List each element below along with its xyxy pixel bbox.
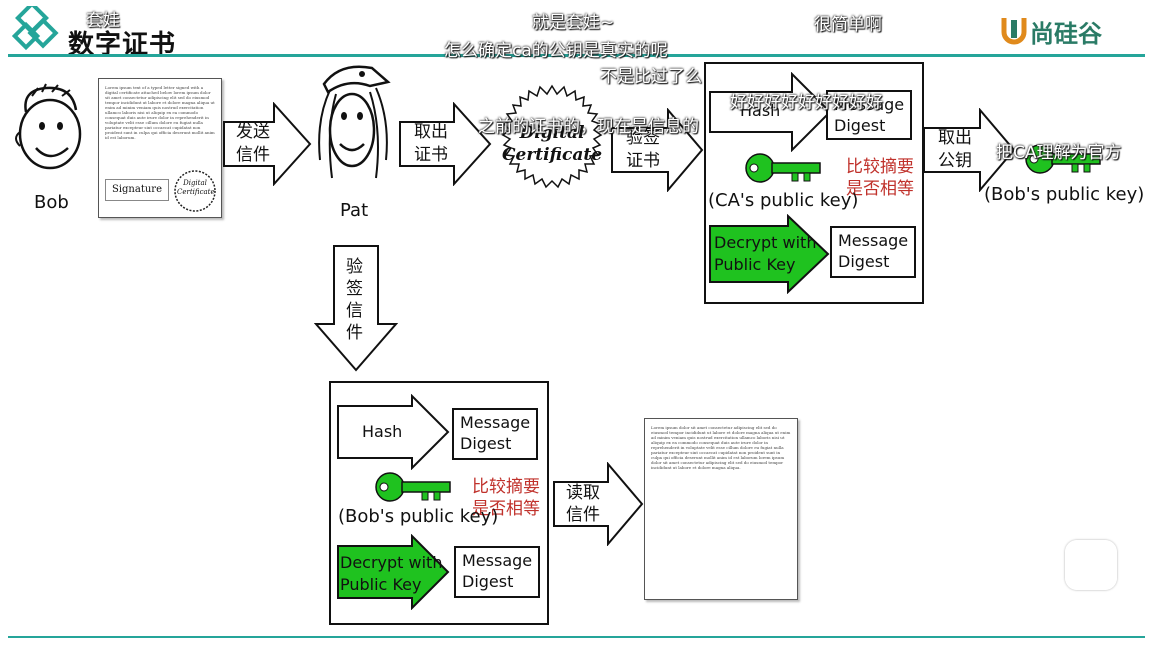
danmaku-3: 怎么确定ca的公钥是真实的呢 (444, 41, 668, 61)
certificate-seal-text: Digital Certificate (502, 123, 603, 165)
header-divider (8, 54, 1145, 57)
arrow-take-cert-label-2: 证书 (414, 145, 448, 165)
danmaku-4: 不是比过了么 (600, 67, 702, 87)
hash-label-bottom: Hash (362, 422, 403, 441)
down-arrow-char-2: 签 (346, 279, 363, 299)
danmaku-5: 好好好好好好好好好 (730, 93, 883, 113)
ca-key-icon (745, 153, 821, 183)
compare-label-top-1: 比较摘要 (846, 157, 914, 177)
footer-divider (8, 636, 1145, 638)
plain-letter-body-text: Lorem ipsum dolor sit amet consectetur a… (651, 425, 791, 470)
brand-logo-icon (1001, 18, 1027, 45)
arrow-send (223, 102, 312, 186)
pat-face-icon (318, 65, 391, 179)
hash-arrow-top (709, 72, 832, 152)
down-arrow-char-1: 验 (346, 257, 363, 277)
message-digest-top-2-text: Message Digest (838, 231, 909, 271)
bob-key-icon-bottom (375, 472, 451, 502)
hash-label-top: Hash (740, 101, 781, 120)
arrow-verify-cert-label-1: 验签 (626, 128, 660, 148)
arrow-verify-letter (314, 245, 398, 372)
pat-label: Pat (340, 200, 369, 221)
decrypt-arrow-bottom (337, 534, 450, 610)
logo-icon (12, 6, 59, 51)
compare-label-bottom-1: 比较摘要 (472, 477, 540, 497)
compare-label-top-2: 是否相等 (846, 179, 914, 199)
message-digest-top-1: Message Digest (826, 90, 912, 140)
decrypt-label-bottom-1: Decrypt with (340, 553, 443, 572)
down-arrow-char-4: 件 (346, 323, 363, 343)
arrow-verify-cert (611, 108, 704, 192)
small-certificate-text: Digital Certificate (177, 179, 215, 196)
arrow-take-cert (399, 102, 492, 186)
arrow-take-key-label-2: 公钥 (938, 151, 972, 171)
signed-letter-document: Lorem ipsum text of a typed letter signe… (98, 78, 222, 218)
letter-body-text: Lorem ipsum text of a typed letter signe… (105, 85, 215, 140)
message-digest-bottom-2-text: Message Digest (462, 551, 533, 591)
bob-key-icon-top (1025, 144, 1101, 174)
section-small-label: 套娃 (86, 11, 120, 31)
small-certificate-seal-icon (174, 170, 216, 212)
danmaku-1: 就是套娃~ (532, 13, 615, 33)
bob-public-key-label-top: (Bob's public key) (984, 184, 1145, 205)
danmaku-6: 之前的证书的，现在是信息的 (478, 117, 699, 137)
message-digest-top-2: Message Digest (830, 226, 916, 278)
arrow-verify-cert-label-2: 证书 (626, 151, 660, 171)
message-digest-top-1-text: Message Digest (834, 95, 905, 135)
decrypt-label-top-1: Decrypt with (714, 233, 817, 252)
hash-arrow-bottom (337, 394, 450, 470)
compare-label-bottom-2: 是否相等 (472, 499, 540, 519)
message-digest-bottom-1-text: Message Digest (460, 413, 531, 453)
plain-letter-document: Lorem ipsum dolor sit amet consectetur a… (644, 418, 798, 600)
signature-field: Signature (105, 179, 169, 201)
message-digest-bottom-2: Message Digest (454, 546, 540, 598)
video-play-button[interactable] (1065, 540, 1117, 590)
decrypt-arrow-top (709, 214, 830, 294)
down-arrow-char-3: 信 (346, 301, 363, 321)
arrow-read-label-2: 信件 (566, 505, 600, 525)
bob-public-key-label-bottom: (Bob's public key) (338, 506, 499, 527)
arrow-read-letter (553, 462, 644, 546)
arrow-take-key (923, 108, 1016, 192)
certificate-seal-icon (501, 84, 603, 189)
arrow-send-label-2: 信件 (236, 145, 270, 165)
danmaku-7: 把CA理解为官方 (996, 143, 1122, 163)
arrow-take-key-label-1: 取出 (938, 128, 972, 148)
decrypt-label-top-2: Public Key (714, 255, 796, 274)
bob-face-icon (15, 83, 82, 170)
arrow-read-label-1: 读取 (566, 483, 600, 503)
decrypt-label-bottom-2: Public Key (340, 575, 422, 594)
ca-public-key-label: (CA's public key) (708, 190, 859, 211)
bob-label: Bob (34, 192, 69, 213)
brand-name: 尚硅谷 (1030, 20, 1102, 48)
arrow-take-cert-label-1: 取出 (414, 122, 448, 142)
signature-label: Signature (111, 184, 162, 195)
message-digest-bottom-1: Message Digest (452, 408, 538, 460)
danmaku-2: 很简单啊 (814, 15, 882, 35)
arrow-send-label-1: 发送 (236, 122, 270, 142)
